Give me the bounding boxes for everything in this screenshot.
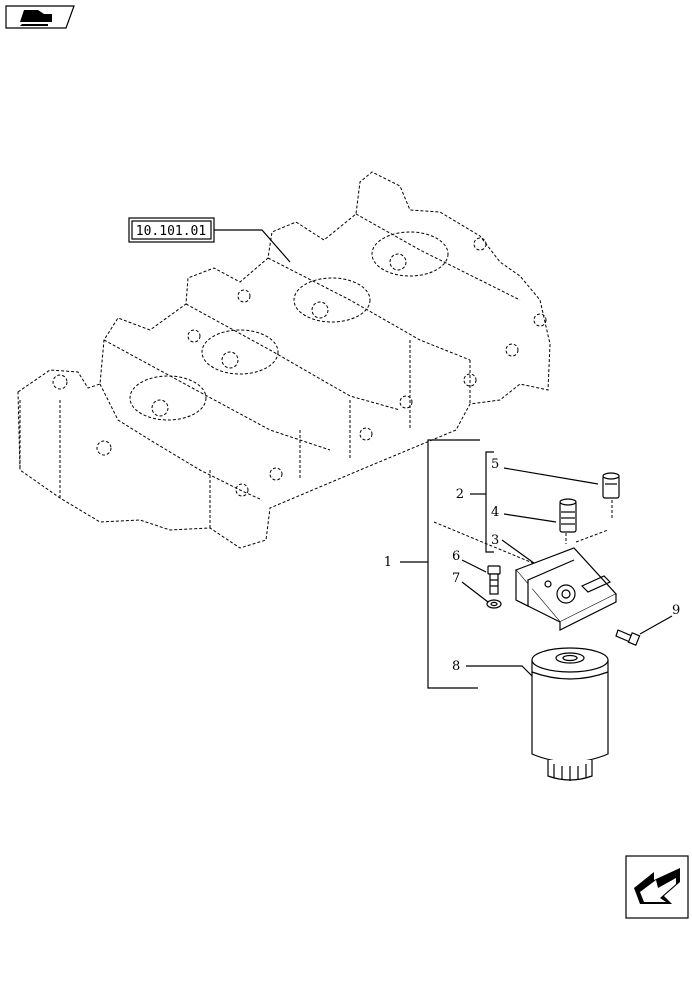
reference-box[interactable]: 10.101.01 [128, 217, 291, 263]
callout-9: 9 [639, 603, 680, 635]
group-bracket-1: 1 [384, 439, 480, 689]
previous-page-arrow-icon[interactable] [625, 855, 689, 919]
callout-label-3: 3 [491, 533, 499, 548]
callout-label-2: 2 [456, 487, 464, 502]
part-7-washer[interactable] [486, 599, 502, 609]
callout-6: 6 [452, 549, 487, 573]
callout-7: 7 [452, 571, 489, 603]
part-4-fitting[interactable] [559, 498, 577, 533]
callout-5: 5 [491, 457, 599, 485]
callout-label-1: 1 [384, 555, 392, 570]
group-bracket-2: 2 [456, 451, 494, 553]
callout-4: 4 [491, 505, 557, 523]
callout-3: 3 [491, 533, 539, 567]
callout-label-5: 5 [491, 457, 499, 472]
part-5-plug[interactable] [602, 472, 620, 499]
callout-label-4: 4 [491, 505, 499, 520]
callout-label-7: 7 [452, 571, 460, 586]
cylinder-head [17, 171, 551, 549]
book-arrow-icon[interactable] [5, 5, 75, 29]
part-9-bolt[interactable] [615, 629, 641, 646]
reference-code: 10.101.01 [136, 224, 206, 239]
callout-label-9: 9 [672, 603, 680, 618]
callout-8: 8 [452, 659, 539, 683]
part-3-filter-head[interactable] [514, 547, 617, 631]
callout-label-6: 6 [452, 549, 460, 564]
callout-label-8: 8 [452, 659, 460, 674]
part-8-filter-cartridge[interactable] [531, 647, 609, 781]
part-6-screw[interactable] [487, 565, 501, 595]
